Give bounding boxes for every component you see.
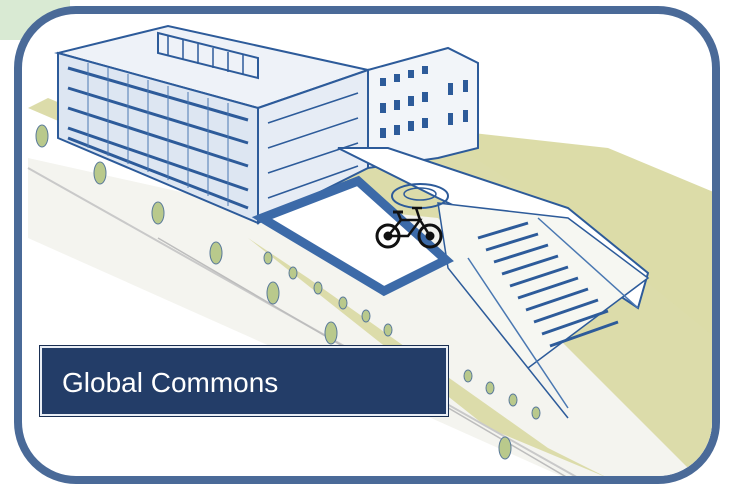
lawn-strip	[248, 238, 604, 476]
caption-title: Global Commons	[62, 367, 279, 398]
plaza-structure	[337, 147, 650, 419]
main-building	[54, 24, 372, 225]
campus-illustration	[27, 24, 712, 476]
stair-rows	[477, 221, 619, 348]
caption-box: Global Commons	[40, 346, 448, 416]
lawn-back	[428, 128, 712, 335]
trees	[35, 124, 541, 460]
bicycle-icon	[375, 206, 443, 249]
highlighted-plaza	[251, 175, 454, 297]
illustration-frame: Global Commons	[14, 6, 720, 484]
side-building	[367, 46, 479, 170]
